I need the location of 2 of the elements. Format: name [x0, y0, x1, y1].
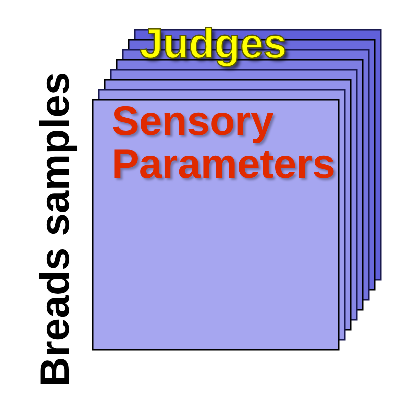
- axis-title: Breads samples: [34, 71, 78, 389]
- axis-title: Sensory Parameters: [112, 100, 336, 186]
